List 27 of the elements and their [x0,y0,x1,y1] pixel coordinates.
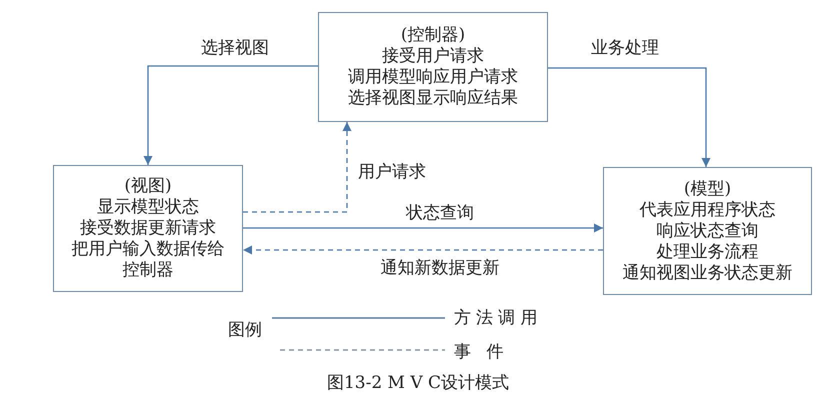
box-text: 接受用户请求 [382,46,484,67]
edge-label: 用户请求 [356,162,428,182]
edge-label: 业务处理 [589,38,661,58]
box-heading: (控制器) [400,25,466,46]
arrow [243,122,352,213]
legend-title: 图例 [226,320,264,340]
box-text: 选择视图显示响应结果 [348,88,518,109]
box-text: 调用模型响应用户请求 [348,67,518,88]
process-box [53,165,243,292]
box-text: 把用户输入数据传给 [72,239,224,260]
box-text: 响应状态查询 [656,220,758,242]
arrow [548,67,710,167]
arrow [144,65,318,165]
edge-label: 通知新数据更新 [378,258,502,278]
box-text: 通知视图业务状态更新 [622,262,792,284]
process-box [603,167,812,295]
box-text: 显示模型状态 [97,197,199,218]
edge-label: 状态查询 [404,203,476,223]
box-heading: (视图) [124,176,172,197]
box-text: 接受数据更新请求 [80,218,216,239]
arrow [243,246,603,254]
box-text: 处理业务流程 [656,242,758,262]
box-text: 控制器 [122,260,174,281]
box-text: 代表应用程序状态 [640,200,776,220]
arrow [243,224,603,232]
box-heading: (模型) [684,178,732,200]
process-box [318,12,548,122]
